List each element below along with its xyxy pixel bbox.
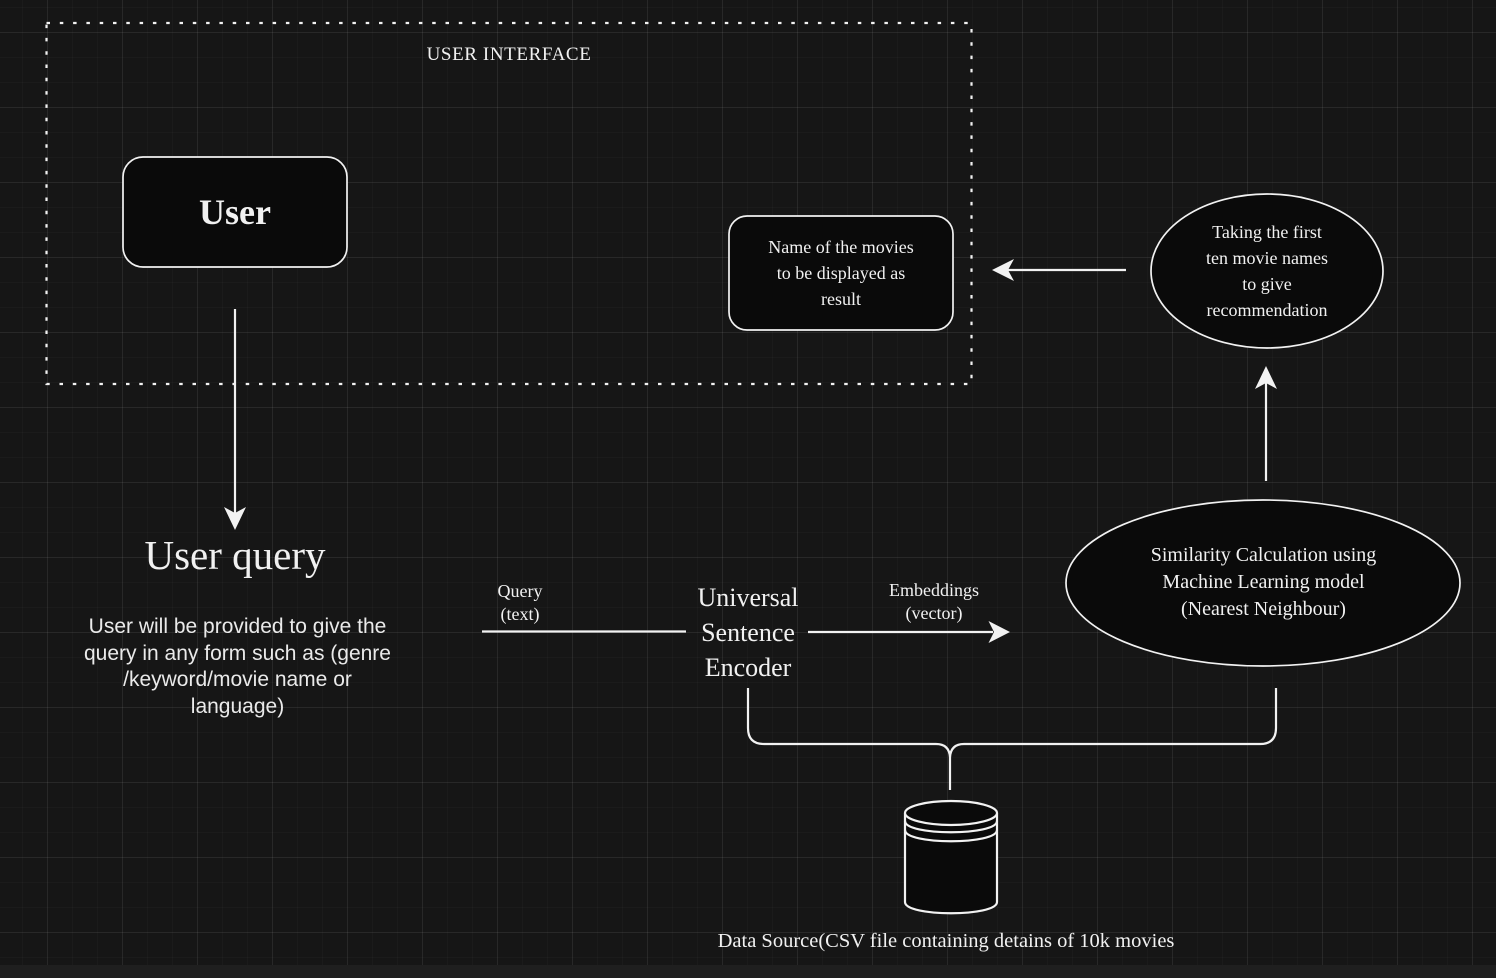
user-node [122,156,348,268]
data-source-label: Data Source(CSV file containing detains … [717,930,1175,952]
database-icon [903,799,999,915]
arrow-similarity-to-taking [1255,366,1277,481]
brace-right [948,688,1278,758]
taking-node-label: Taking the first ten movie names to give… [1206,222,1328,320]
window-edge-strip [0,965,1496,978]
user-interface-label: USER INTERFACE [426,44,592,65]
query-edge-label: Query (text) [497,581,543,624]
user-node-label: User [199,192,271,232]
brace-left [746,688,952,790]
similarity-node-label: Similarity Calculation using Machine Lea… [1150,544,1377,620]
encoder-node-label: Universal Sentence Encoder [697,583,799,682]
user-query-description: User will be provided to give the query … [84,615,391,718]
embeddings-edge-label: Embeddings (vector) [889,580,979,623]
arrow-taking-to-result [992,259,1126,281]
taking-node-ellipse [1150,193,1384,349]
result-node-label: Name of the movies to be displayed as re… [768,237,914,309]
similarity-node-ellipse [1065,499,1461,667]
arrow-user-to-query [224,309,246,530]
result-node [728,215,954,331]
edge-embeddings-arrow [808,621,1010,643]
user-query-title: User query [144,532,326,578]
user-interface-frame [45,21,973,386]
